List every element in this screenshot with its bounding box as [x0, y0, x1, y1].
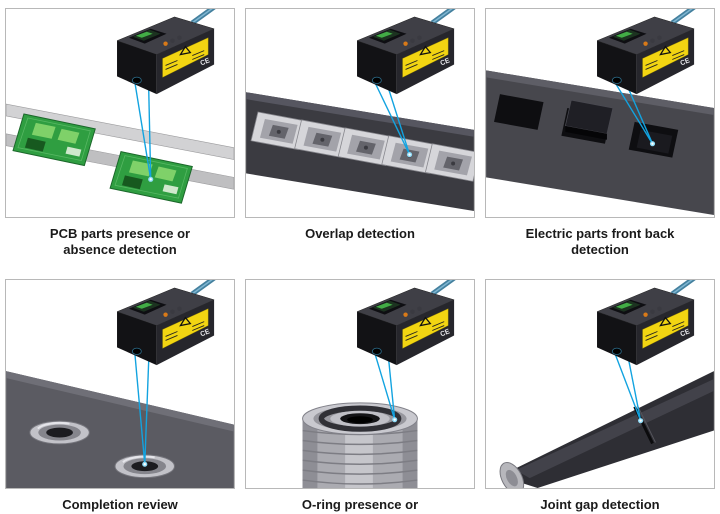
panel-caption: Completion review: [62, 496, 178, 512]
application-panel-joint: Joint gap detection: [485, 278, 715, 513]
application-panel-oring: O-ring presence or: [245, 278, 475, 513]
electric-parts: [494, 94, 679, 158]
illustration-overlap-detection: [245, 8, 475, 218]
panel-caption: Electric parts front back detection: [525, 226, 675, 258]
laser-beam: [134, 352, 150, 467]
sensor-icon: [357, 8, 468, 94]
sensor-icon: [597, 8, 708, 94]
sensor-icon: [117, 8, 228, 94]
illustration-electric-parts-detection: [485, 8, 715, 218]
sensor-icon: [357, 279, 468, 365]
illustration-oring-detection: [245, 278, 475, 489]
laser-beam: [134, 82, 154, 182]
work-surface: [6, 370, 234, 488]
application-panel-electric: Electric parts front back detection: [485, 8, 715, 259]
illustration-completion-review: [5, 278, 235, 489]
panel-caption: Overlap detection: [305, 226, 415, 241]
o-ring: [318, 405, 402, 432]
illustration-joint-gap-detection: [485, 278, 715, 489]
laser-beam: [374, 81, 413, 158]
laser-beam: [614, 352, 644, 423]
application-panel-overlap: Overlap detection: [245, 8, 475, 259]
threaded-fitting: [302, 401, 418, 488]
rubber-roller: [499, 370, 714, 488]
laser-beam: [374, 352, 398, 422]
panel-caption: O-ring presence or: [301, 496, 419, 512]
laser-beam: [614, 81, 656, 147]
panel-caption: Joint gap detection: [540, 496, 660, 512]
sensor-icon: [597, 279, 708, 365]
panel-caption: PCB parts presence or absence detection: [49, 226, 191, 258]
application-panel-completion: Completion review: [5, 278, 235, 513]
sensor-icon: [117, 279, 228, 365]
illustration-pcb-detection: [5, 8, 235, 218]
application-panel-pcb: PCB parts presence or absence detection: [5, 8, 235, 259]
